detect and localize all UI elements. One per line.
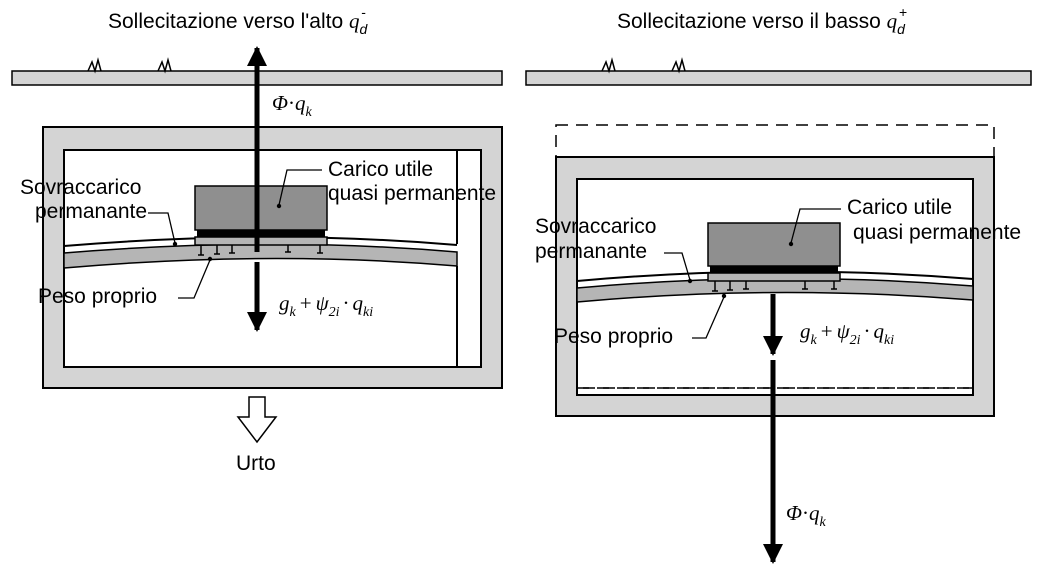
left-carico-leader <box>278 169 322 206</box>
left-sovr-label-line1: Sovraccarico <box>20 176 141 199</box>
right-grass-tufts <box>601 57 686 74</box>
right-carico-label-line2: quasi permanente <box>853 221 1021 244</box>
right-ground-surface <box>525 70 1032 86</box>
right-lower-force-label: Φ·qk <box>786 501 827 530</box>
right-sovr-leader <box>664 252 691 281</box>
left-panel-title: Sollecitazione verso l'alto qd- <box>108 4 368 37</box>
left-peso-dot <box>207 256 213 262</box>
left-panel: Sollecitazione verso l'alto qd- <box>11 4 503 475</box>
right-upper-force-label: gk+ψ2i·qki <box>800 319 894 348</box>
left-urto-arrow <box>236 396 278 444</box>
right-peso-leader <box>692 296 725 339</box>
right-concrete-frame <box>555 156 995 417</box>
left-carico-label-line2: quasi permanente <box>328 182 496 205</box>
right-machine-block <box>707 222 841 267</box>
left-upper-force-label: Φ·qk <box>272 91 313 120</box>
left-concrete-frame <box>42 126 503 389</box>
right-sovr-label-line2: permanante <box>535 240 647 263</box>
right-carico-leader <box>790 208 841 244</box>
left-sovr-label-line2: permanante <box>35 200 147 223</box>
left-sovr-leader <box>148 212 176 244</box>
left-grass-tufts <box>87 57 172 74</box>
left-machine-pad <box>197 230 325 237</box>
right-panel: Sollecitazione verso il basso qd+ <box>525 4 1032 564</box>
right-carico-dot <box>788 241 794 247</box>
left-machine-block <box>194 185 328 231</box>
left-sovr-dot <box>172 241 178 247</box>
left-carico-dot <box>276 203 282 209</box>
right-peso-label: Peso proprio <box>554 325 673 348</box>
left-peso-leader <box>178 259 211 299</box>
left-floor-slab <box>63 243 458 269</box>
right-sovr-label-line1: Sovraccarico <box>535 215 656 238</box>
left-urto-label: Urto <box>236 452 276 475</box>
left-lower-force-label: gk+ψ2i·qki <box>279 291 373 320</box>
right-machine-pad <box>710 266 838 273</box>
left-machine-baseplate <box>194 236 328 246</box>
left-peso-label: Peso proprio <box>38 285 157 308</box>
right-panel-title: Sollecitazione verso il basso qd+ <box>617 4 907 37</box>
right-peso-dot <box>721 293 727 299</box>
right-carico-label-line1: Carico utile <box>847 196 952 219</box>
right-machine-baseplate <box>707 272 841 282</box>
right-sovr-dot <box>687 278 693 284</box>
left-carico-label-line1: Carico utile <box>328 158 433 181</box>
